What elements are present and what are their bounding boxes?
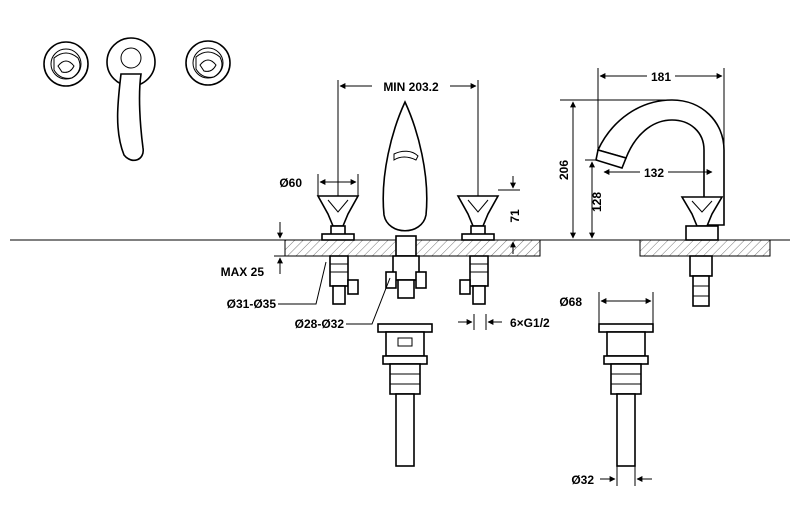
label-spout-hole: Ø28-Ø32 — [295, 317, 345, 331]
label-valve-hole: Ø31-Ø35 — [227, 297, 277, 311]
dim-handle-diameter: Ø60 — [279, 174, 359, 196]
right-drain-assembly — [598, 323, 654, 467]
label-drain-flange: Ø68 — [559, 295, 582, 309]
dim-handle-height: 71 — [498, 176, 522, 254]
label-drain-tail: Ø32 — [571, 473, 594, 487]
dim-spout-outlet-reach: 132 — [603, 164, 713, 180]
label-handle-diameter: Ø60 — [279, 176, 302, 190]
dim-spout-hole: Ø28-Ø32 — [295, 277, 391, 331]
center-lever-assembly — [382, 100, 428, 299]
right-valve-assembly — [456, 195, 500, 305]
dim-max-deck-thickness: MAX 25 — [221, 222, 290, 279]
label-min-spacing: MIN 203.2 — [383, 80, 439, 94]
side-spout-assembly — [595, 99, 725, 307]
label-connection: 6×G1/2 — [510, 316, 550, 330]
dim-valve-hole: Ø31-Ø35 — [227, 261, 327, 311]
label-spout-height: 206 — [557, 160, 571, 180]
dim-min-spacing: MIN 203.2 — [337, 78, 479, 196]
dim-spout-height: 206 — [557, 99, 670, 239]
label-handle-height: 71 — [508, 209, 522, 223]
dim-spout-reach: 181 — [597, 68, 725, 150]
label-spout-reach: 181 — [651, 70, 671, 84]
dim-connection: 6×G1/2 — [458, 314, 550, 330]
label-max-deck-thickness: MAX 25 — [221, 265, 265, 279]
top-view-lever-handle — [106, 37, 156, 162]
top-view-right-knob — [185, 40, 231, 86]
label-spout-outlet-height: 128 — [590, 192, 604, 212]
dim-drain-flange: Ø68 — [559, 292, 654, 324]
left-valve-assembly — [316, 195, 360, 305]
top-view-left-knob — [43, 41, 89, 87]
dim-drain-tail: Ø32 — [571, 466, 652, 487]
dim-spout-outlet-height: 128 — [585, 159, 604, 239]
label-spout-outlet-reach: 132 — [644, 166, 664, 180]
center-drain-assembly — [377, 323, 433, 467]
deck-section-right — [639, 239, 771, 257]
